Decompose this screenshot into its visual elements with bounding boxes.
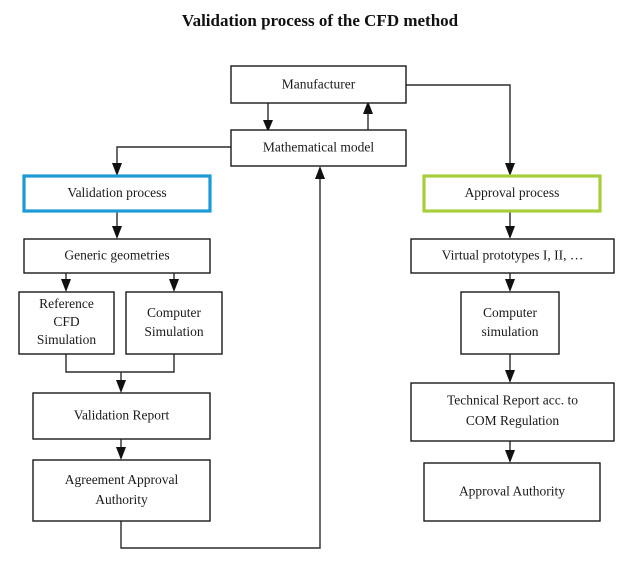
- node-manufacturer-label: Manufacturer: [282, 77, 356, 92]
- node-generic-geometries-label: Generic geometries: [64, 248, 169, 263]
- node-virtual-prototypes-label: Virtual prototypes I, II, …: [442, 248, 584, 263]
- node-reference-cfd-simulation-line3: Simulation: [37, 332, 97, 347]
- node-technical-report-box[interactable]: [410, 382, 615, 442]
- node-computer-simulation-right[interactable]: Computer simulation: [460, 291, 560, 355]
- node-generic-geometries-box[interactable]: [23, 238, 211, 274]
- node-approval-process-label: Approval process: [465, 185, 560, 200]
- node-computer-simulation-left-box[interactable]: [125, 291, 223, 355]
- node-mathematical-model-label: Mathematical model: [263, 140, 375, 155]
- node-mathematical-model-box[interactable]: [230, 129, 407, 167]
- node-agreement-approval-authority-box[interactable]: [32, 459, 211, 522]
- node-agreement-approval-authority[interactable]: Agreement Approval Authority: [32, 459, 211, 522]
- arrowhead-geometries-to-computer-sim: [169, 279, 179, 292]
- arrowhead-technical-report-to-authority: [505, 450, 515, 463]
- node-reference-cfd-simulation-box[interactable]: [18, 291, 115, 355]
- node-virtual-prototypes-box[interactable]: [410, 238, 615, 274]
- arrowhead-feedback-to-model: [315, 166, 325, 179]
- node-agreement-approval-authority-line2: Authority: [95, 492, 148, 507]
- node-validation-report-label: Validation Report: [74, 408, 170, 423]
- arrowhead-manufacturer-to-model: [263, 120, 273, 132]
- node-approval-authority-label: Approval Authority: [459, 484, 565, 499]
- node-validation-report[interactable]: Validation Report: [32, 392, 211, 440]
- node-technical-report-line2: COM Regulation: [466, 413, 560, 428]
- node-mathematical-model[interactable]: Mathematical model: [230, 129, 407, 167]
- node-computer-simulation-left-line2: Simulation: [144, 324, 204, 339]
- node-validation-process[interactable]: Validation process: [22, 174, 212, 213]
- arrowhead-manufacturer-to-approval: [505, 163, 515, 176]
- arrowhead-report-to-agreement: [116, 447, 126, 460]
- node-validation-process-label: Validation process: [67, 185, 166, 200]
- edge-manufacturer-to-approval: [406, 84, 511, 166]
- edge-model-to-validation: [116, 146, 231, 166]
- node-reference-cfd-simulation-line1: Reference: [39, 296, 94, 311]
- edge-agreement-to-model-feedback: [120, 176, 321, 549]
- edge-simulations-merge: [65, 354, 175, 373]
- node-reference-cfd-simulation[interactable]: Reference CFD Simulation: [18, 291, 115, 355]
- node-computer-simulation-right-line1: Computer: [483, 305, 537, 320]
- node-approval-process[interactable]: Approval process: [422, 174, 602, 213]
- node-validation-report-box[interactable]: [32, 392, 211, 440]
- arrowhead-geometries-to-reference: [61, 279, 71, 292]
- node-computer-simulation-right-box[interactable]: [460, 291, 560, 355]
- arrowhead-model-to-manufacturer: [363, 101, 373, 114]
- node-computer-simulation-left-line1: Computer: [147, 305, 201, 320]
- node-technical-report-line1: Technical Report acc. to: [447, 393, 578, 408]
- arrowhead-prototypes-to-computer-sim: [505, 279, 515, 292]
- arrowhead-model-to-validation: [112, 163, 122, 176]
- node-approval-authority[interactable]: Approval Authority: [423, 462, 601, 522]
- node-approval-authority-box[interactable]: [423, 462, 601, 522]
- arrowhead-validation-to-geometries: [112, 226, 122, 239]
- arrowhead-computer-sim-to-technical-report: [505, 370, 515, 383]
- node-agreement-approval-authority-line1: Agreement Approval: [65, 472, 179, 487]
- node-approval-process-box[interactable]: [422, 174, 602, 213]
- node-manufacturer[interactable]: Manufacturer: [230, 65, 407, 104]
- arrowhead-approval-to-prototypes: [505, 226, 515, 239]
- node-computer-simulation-left[interactable]: Computer Simulation: [125, 291, 223, 355]
- figure-title: Validation process of the CFD method: [182, 11, 459, 30]
- node-technical-report[interactable]: Technical Report acc. to COM Regulation: [410, 382, 615, 442]
- node-virtual-prototypes[interactable]: Virtual prototypes I, II, …: [410, 238, 615, 274]
- connector-layer: [61, 84, 515, 549]
- node-validation-process-box[interactable]: [22, 174, 212, 213]
- node-reference-cfd-simulation-line2: CFD: [53, 314, 80, 329]
- node-generic-geometries[interactable]: Generic geometries: [23, 238, 211, 274]
- node-manufacturer-box[interactable]: [230, 65, 407, 104]
- arrowhead-merge-to-validation-report: [116, 380, 126, 393]
- node-computer-simulation-right-line2: simulation: [482, 324, 539, 339]
